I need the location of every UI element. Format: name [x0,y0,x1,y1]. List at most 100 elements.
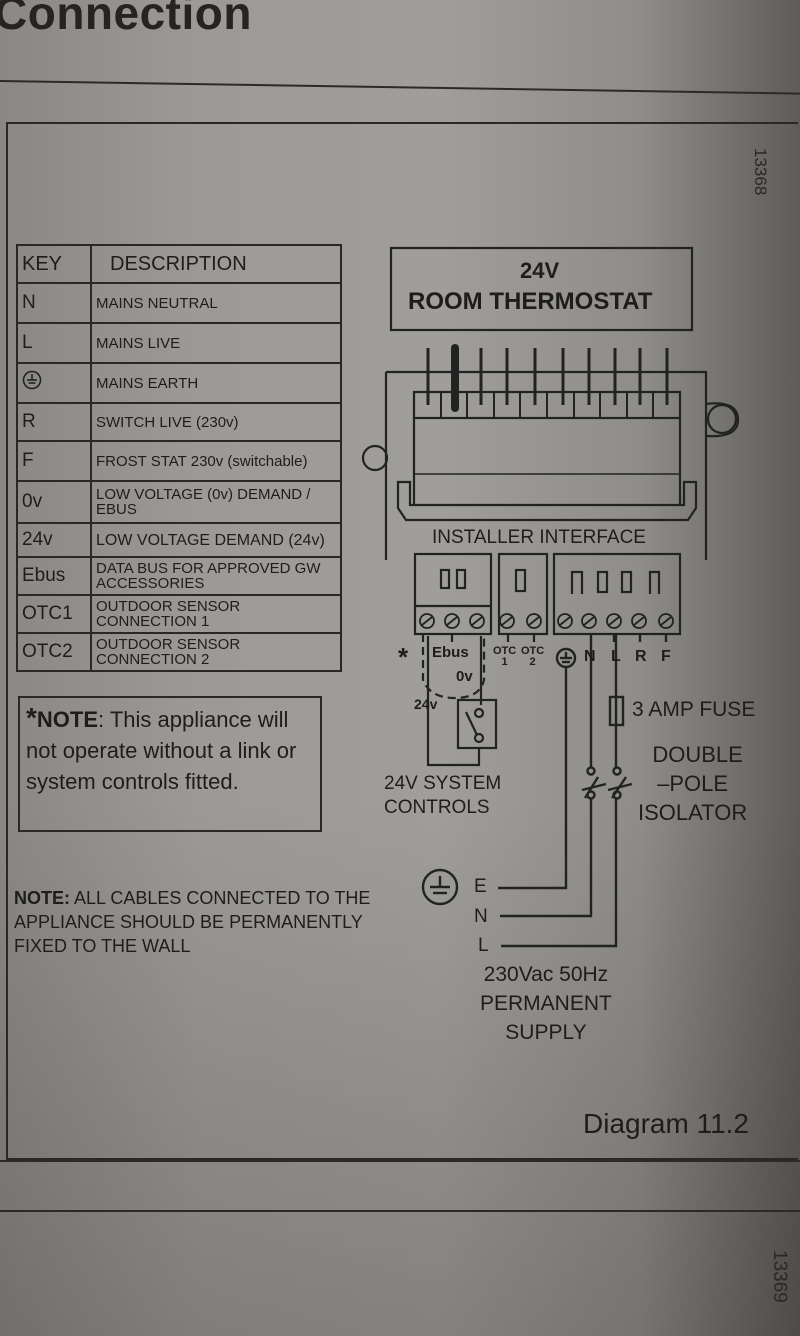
description-cell: OUTDOOR SENSOR CONNECTION 1 [90,594,342,634]
terminal-label-n: N [584,648,596,665]
table-row: OTC1 OUTDOOR SENSOR CONNECTION 1 [16,594,342,634]
screw-icon [581,613,597,629]
terminal-label-otc2: OTC 2 [521,646,544,668]
note-label: NOTE [36,707,99,732]
screw-icon [444,613,460,629]
table-row: N MAINS NEUTRAL [16,282,342,324]
terminal-label-l: L [611,648,621,665]
screw-icon [557,613,573,629]
operation-note: *NOTE: This appliance will not operate w… [18,696,322,832]
key-cell: 24v [16,522,92,558]
page-heading: Connection [0,0,252,39]
isolator-line1: DOUBLE [652,742,743,767]
terminal-label-r: R [635,648,647,665]
description-cell: LOW VOLTAGE (0v) DEMAND / EBUS [90,480,342,524]
earth-icon [22,370,42,390]
description-cell: MAINS LIVE [90,322,342,364]
thermostat-box [389,246,694,332]
screw-icon [631,613,647,629]
description-cell: OUTDOOR SENSOR CONNECTION 2 [90,632,342,672]
divider-bottom-1 [0,1160,800,1162]
table-row: 0v LOW VOLTAGE (0v) DEMAND / EBUS [16,480,342,524]
key-cell: OTC2 [16,632,92,672]
link-asterisk: * [398,642,409,672]
key-cell-earth [16,362,92,404]
table-row: OTC2 OUTDOOR SENSOR CONNECTION 2 [16,632,342,672]
key-header: KEY [16,244,92,284]
screw-icon [606,613,622,629]
key-cell: R [16,402,92,442]
table-row: R SWITCH LIVE (230v) [16,402,342,442]
neutral-wire [500,634,593,918]
isolator-line3: ISOLATOR [638,800,748,825]
isolator-label: DOUBLE –POLE ISOLATOR [638,740,747,827]
otc1-text: OTC [493,645,517,657]
screw-icon [658,613,674,629]
table-row: Ebus DATA BUS FOR APPROVED GW ACCESSORIE… [16,556,342,596]
description-cell: SWITCH LIVE (230v) [90,402,342,442]
key-cell: 0v [16,480,92,524]
asterisk: * [26,702,37,733]
screw-icon [469,613,485,629]
earth-wire [498,668,568,890]
diagram-frame [6,122,798,1160]
mounting-lug-right [706,403,738,435]
table-row: L MAINS LIVE [16,322,342,364]
otc2-num: 2 [529,656,536,668]
description-cell: FROST STAT 230v (switchable) [90,440,342,482]
table-row: 24v LOW VOLTAGE DEMAND (24v) [16,522,342,558]
thermostat-voltage: 24V [520,258,560,283]
fuse-icon [608,695,625,727]
isolator-line2: –POLE [657,771,729,796]
description-cell: LOW VOLTAGE DEMAND (24v) [90,522,342,558]
divider-bottom-2 [0,1210,800,1212]
screw-icon [526,613,542,629]
thermostat-title: ROOM THERMOSTAT [408,288,653,315]
image-code-top: 13368 [751,148,770,196]
cable-note: NOTE: ALL CABLES CONNECTED TO THE APPLIA… [14,886,374,958]
otc1-num: 1 [501,656,508,668]
diagram-caption: Diagram 11.2 [583,1108,750,1139]
table-row: MAINS EARTH [16,362,342,404]
terminal-label-otc1: OTC 1 [493,646,516,668]
fuse-label: 3 AMP FUSE [632,698,756,721]
thermostat-pins [426,344,669,418]
key-table-header: KEY DESCRIPTION [16,244,342,284]
image-code-bottom: 13369 [769,1250,790,1303]
supply-line2: PERMANENT [480,992,612,1015]
terminal-block-otc [497,552,549,636]
terminal-label-ebus: Ebus [432,644,469,661]
supply-line3: SUPPLY [505,1021,587,1044]
description-cell: MAINS EARTH [90,362,342,404]
supply-label-n: N [474,906,488,927]
terminal-label-24v: 24v [414,696,438,712]
key-cell: N [16,282,92,324]
note-text: : This appliance will not operate withou… [26,707,297,794]
description-header: DESCRIPTION [90,244,342,284]
mounting-lug-left [361,444,389,472]
key-table: KEY DESCRIPTION N MAINS NEUTRAL L MAINS … [16,244,342,672]
interface-tray [396,480,698,522]
system-controls-line2: CONTROLS [384,797,490,818]
controls-wire [426,636,481,767]
supply-earth-icon [421,868,459,906]
system-controls-box [456,698,498,750]
key-cell: L [16,322,92,364]
key-cell: Ebus [16,556,92,596]
terminal-screws [419,613,674,629]
supply-description: 230Vac 50Hz PERMANENT SUPPLY [480,960,612,1047]
description-cell: DATA BUS FOR APPROVED GW ACCESSORIES [90,556,342,596]
link-wire-dashed [421,634,486,700]
note-text: ALL CABLES CONNECTED TO THE APPLIANCE SH… [14,888,371,956]
description-cell: MAINS NEUTRAL [90,282,342,324]
terminal-label-f: F [661,648,671,665]
earth-terminal-icon [555,647,577,669]
system-controls-line1: 24V SYSTEM [384,773,502,794]
key-cell: F [16,440,92,482]
supply-label-l: L [478,935,489,956]
live-wire [501,634,618,948]
otc2-text: OTC [521,645,545,657]
note-label: NOTE: [14,888,70,908]
supply-line1: 230Vac 50Hz [483,963,609,986]
